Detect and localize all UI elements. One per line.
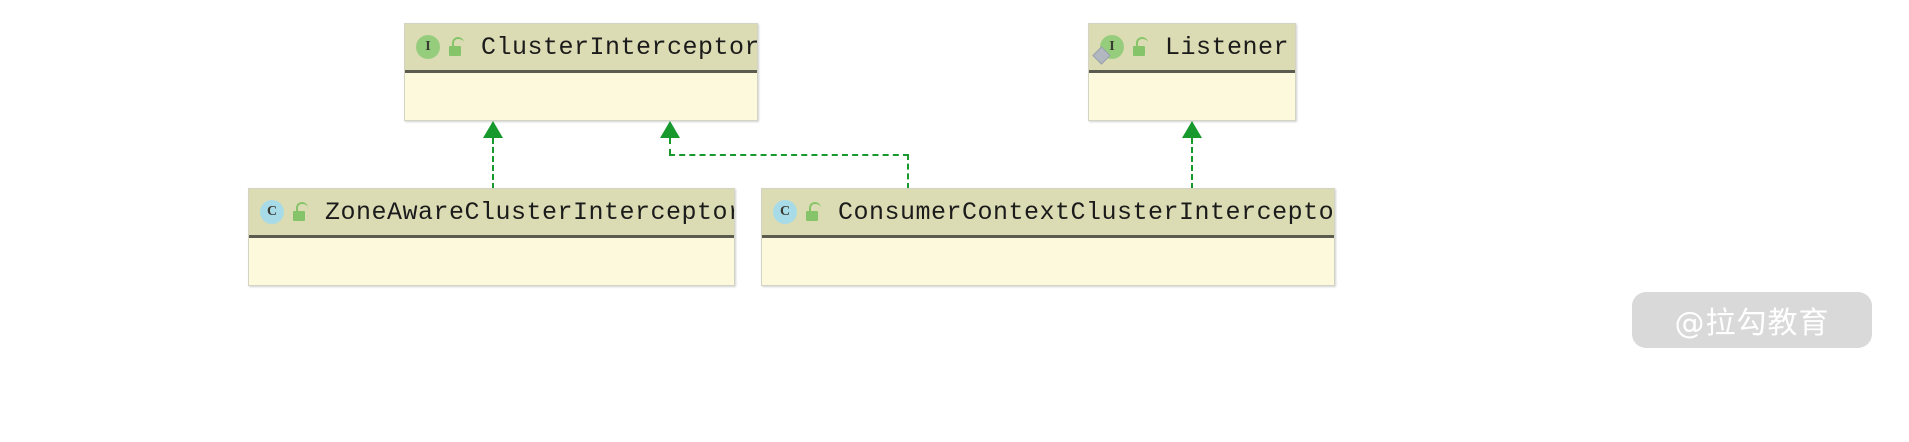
interface-icon: I — [415, 34, 441, 60]
realization-arrowhead — [1182, 121, 1202, 138]
uml-node-members — [405, 73, 757, 111]
uml-node-listener[interactable]: I Listener — [1088, 23, 1296, 121]
watermark: @拉勾教育 — [1632, 292, 1872, 348]
uml-node-consumer-context-cluster-interceptor[interactable]: C ConsumerContextClusterInterceptor — [761, 188, 1335, 286]
realization-arrowhead — [660, 121, 680, 138]
uml-node-header: C ZoneAwareClusterInterceptor — [249, 189, 734, 238]
class-icon-letter: C — [260, 200, 284, 224]
unlocked-padlock-icon — [447, 36, 467, 58]
uml-node-members — [249, 238, 734, 276]
class-icon: C — [772, 199, 798, 225]
interface-icon-letter: I — [1100, 35, 1124, 59]
unlocked-padlock-icon — [1131, 36, 1151, 58]
relation-segment-vertical — [669, 138, 671, 155]
uml-node-title: Listener — [1165, 32, 1290, 62]
uml-node-members — [762, 238, 1334, 276]
interface-icon-letter: I — [416, 35, 440, 59]
relation-segment-vertical — [1191, 138, 1193, 189]
uml-node-cluster-interceptor[interactable]: I ClusterInterceptor — [404, 23, 758, 121]
realization-arrowhead — [483, 121, 503, 138]
relation-segment-vertical — [907, 154, 909, 189]
uml-node-header: C ConsumerContextClusterInterceptor — [762, 189, 1334, 238]
uml-node-title: ZoneAwareClusterInterceptor — [325, 197, 734, 227]
unlocked-padlock-icon — [804, 201, 824, 223]
relation-segment-horizontal — [669, 154, 909, 156]
relation-segment-vertical — [492, 138, 494, 189]
unlocked-padlock-icon — [291, 201, 311, 223]
uml-node-zone-aware-cluster-interceptor[interactable]: C ZoneAwareClusterInterceptor — [248, 188, 735, 286]
uml-node-members — [1089, 73, 1295, 111]
class-icon-letter: C — [773, 200, 797, 224]
uml-node-header: I ClusterInterceptor — [405, 24, 757, 73]
uml-node-header: I Listener — [1089, 24, 1295, 73]
interface-icon: I — [1092, 34, 1125, 65]
uml-node-title: ConsumerContextClusterInterceptor — [838, 197, 1334, 227]
uml-node-title: ClusterInterceptor — [481, 32, 757, 62]
class-icon: C — [259, 199, 285, 225]
